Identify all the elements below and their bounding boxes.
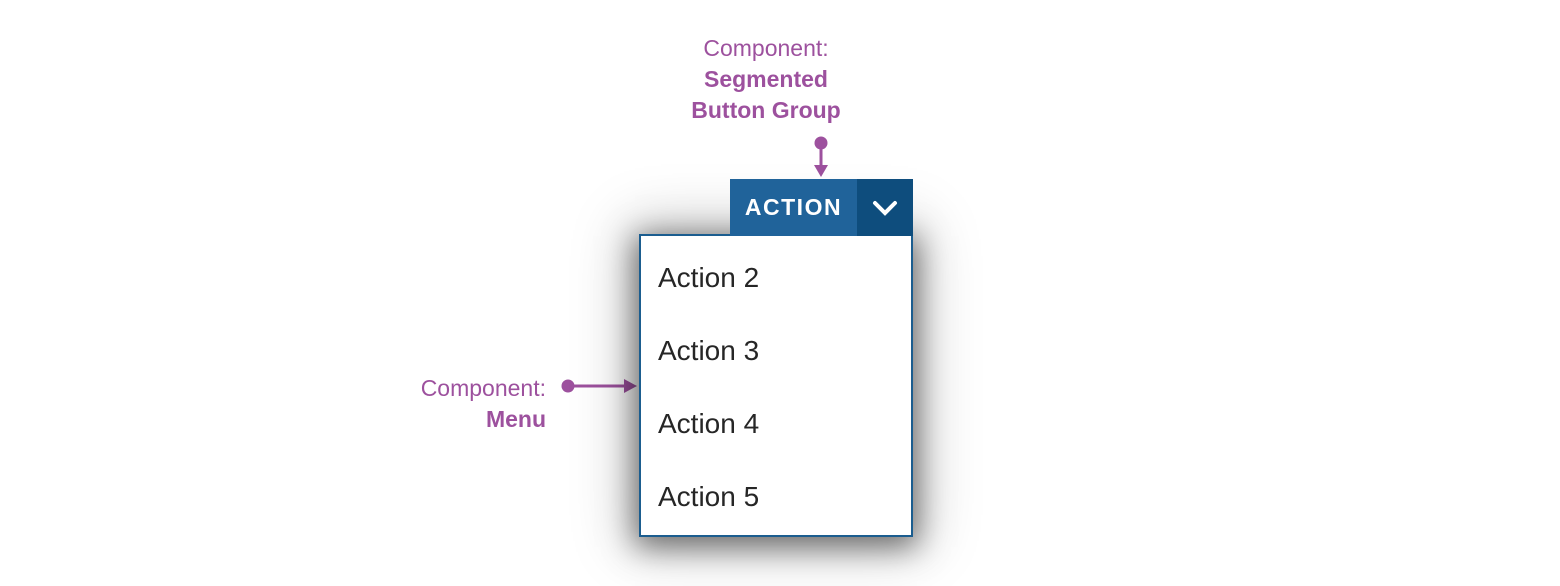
annotation-component-name-line1: Segmented bbox=[704, 66, 828, 92]
menu-item-action-2[interactable]: Action 2 bbox=[658, 261, 760, 293]
chevron-down-icon bbox=[872, 200, 898, 216]
menu-item-action-4[interactable]: Action 4 bbox=[658, 407, 760, 439]
segmented-button-group: ACTION bbox=[730, 179, 913, 236]
menu-item-action-5[interactable]: Action 5 bbox=[658, 480, 760, 512]
annotation-prefix: Component: bbox=[420, 375, 546, 401]
dropdown-toggle-button[interactable] bbox=[857, 179, 913, 236]
annotation-menu: Component: Menu bbox=[346, 373, 546, 435]
menu-item-action-3[interactable]: Action 3 bbox=[658, 334, 760, 366]
annotation-segmented-button-group: Component: Segmented Button Group bbox=[616, 33, 916, 126]
arrow-right-icon bbox=[560, 376, 640, 401]
annotation-prefix: Component: bbox=[703, 35, 829, 61]
action-button[interactable]: ACTION bbox=[730, 179, 857, 236]
annotation-component-name: Menu bbox=[485, 406, 546, 432]
annotation-component-name-line2: Button Group bbox=[691, 97, 841, 123]
dropdown-menu: Action 2 Action 3 Action 4 Action 5 bbox=[639, 234, 913, 537]
arrow-down-icon bbox=[809, 135, 833, 184]
